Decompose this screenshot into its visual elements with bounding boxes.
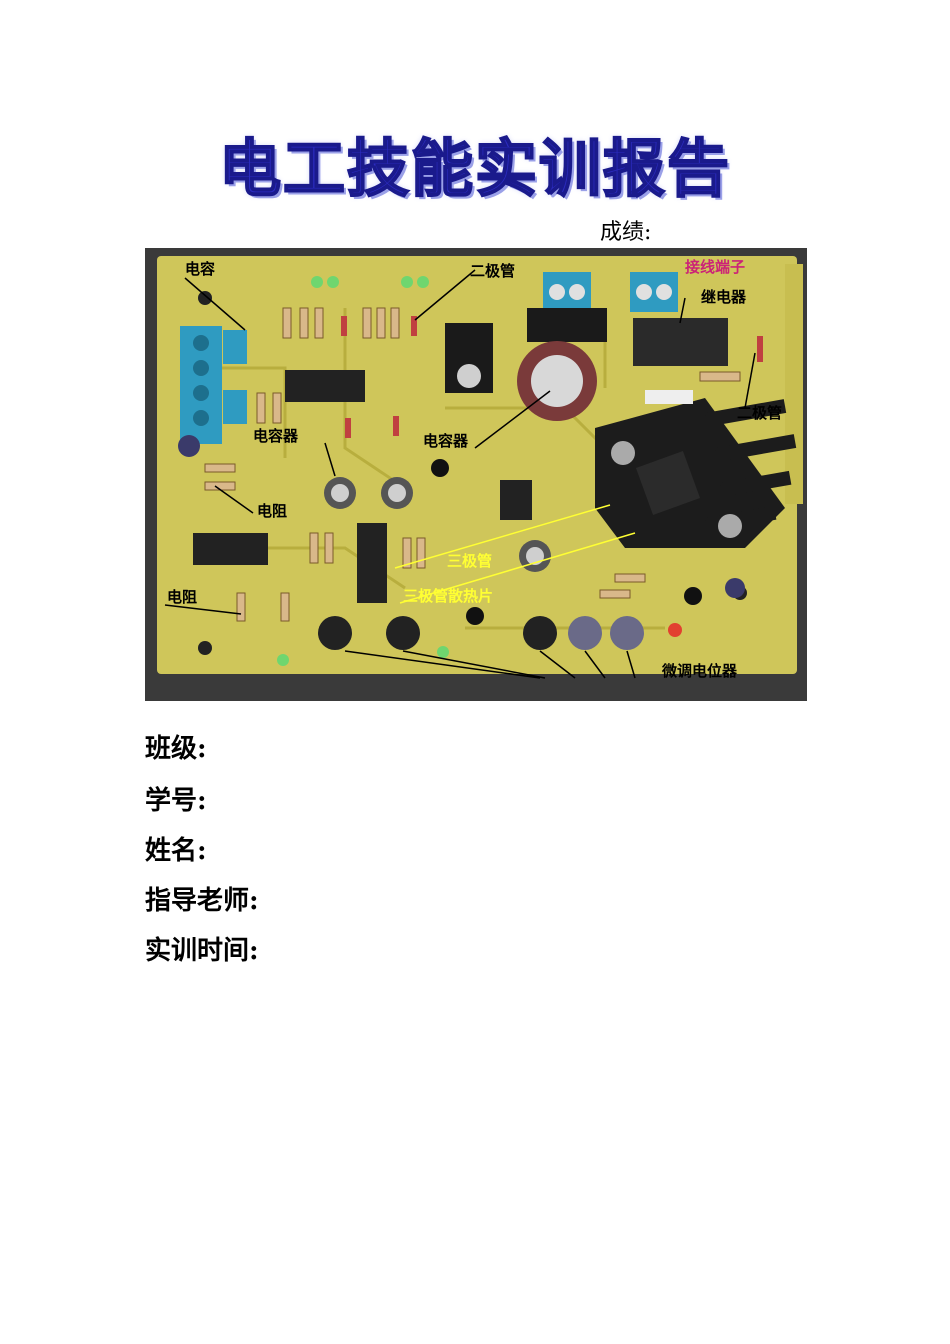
field-class: 班级: xyxy=(145,734,207,764)
field-teacher: 指导老师: xyxy=(145,886,259,916)
circuit-board-photo: 电容 二极管 接线端子 继电器 二极管 电容器 电容器 电阻 三极管 三极管散热… xyxy=(145,248,807,701)
label-diode-top: 二极管 xyxy=(470,262,515,280)
field-name: 姓名: xyxy=(145,836,207,866)
label-relay: 继电器 xyxy=(701,288,747,306)
label-resistor-mid: 电阻 xyxy=(257,502,287,520)
label-capacitor-mid: 电容器 xyxy=(423,432,469,450)
label-capacitor-top: 电容 xyxy=(185,260,215,278)
label-diode-right: 二极管 xyxy=(737,404,782,422)
label-resistor-left: 电阻 xyxy=(167,588,197,606)
label-potentiometer: 微调电位器 xyxy=(661,662,738,680)
score-label: 成绩: xyxy=(600,220,652,245)
label-capacitor-left: 电容器 xyxy=(253,427,299,445)
label-transistor: 三极管 xyxy=(447,552,492,570)
report-title: 电工技能实训报告 xyxy=(218,131,731,206)
field-student-id: 学号: xyxy=(145,786,207,816)
label-terminal: 接线端子 xyxy=(685,258,745,276)
label-heatsink: 三极管散热片 xyxy=(403,587,493,605)
field-training-time: 实训时间: xyxy=(145,936,259,966)
